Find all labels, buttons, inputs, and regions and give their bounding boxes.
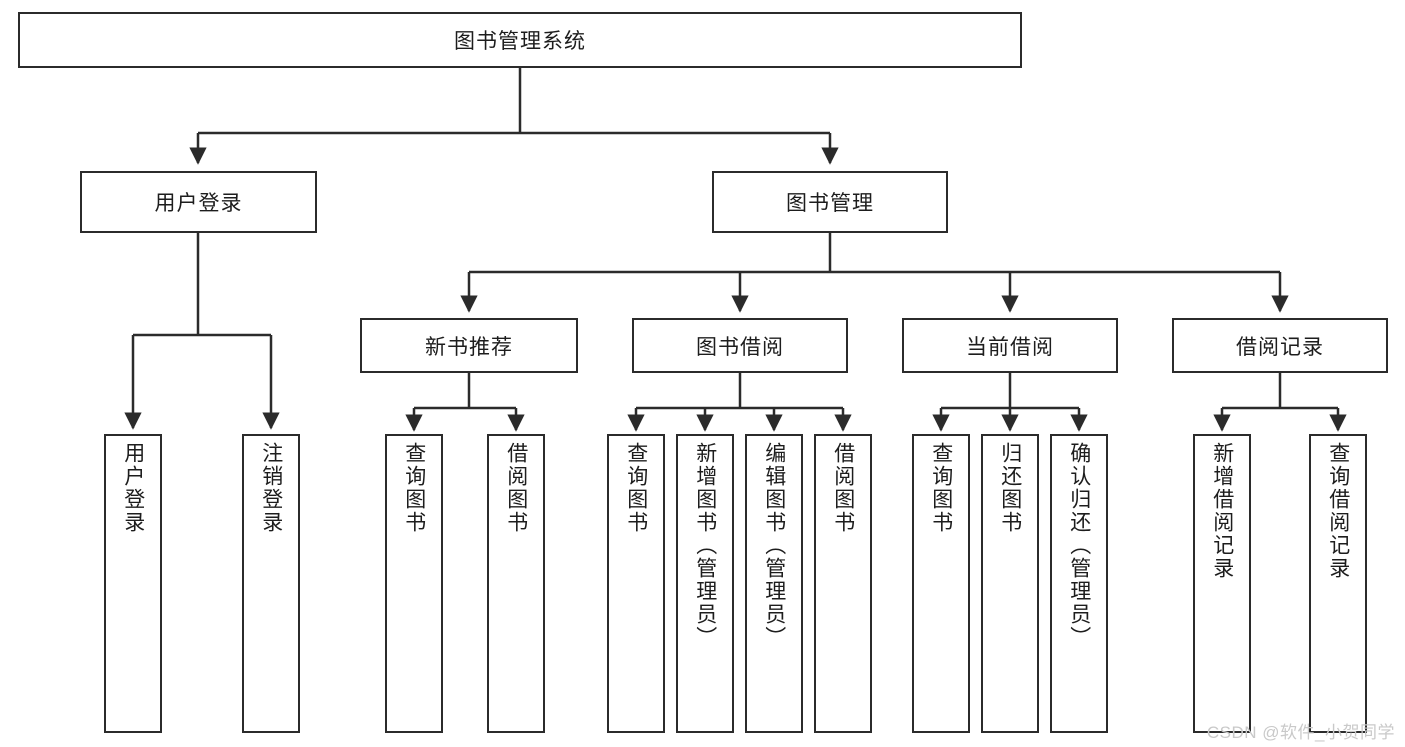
leaf-borrow-book-2[interactable]: 借阅图书: [814, 434, 872, 733]
leaf-query-book-2[interactable]: 查询图书: [607, 434, 665, 733]
node-new-book-recommend-label: 新书推荐: [425, 335, 513, 359]
node-borrow-record[interactable]: 借阅记录: [1172, 318, 1388, 373]
node-book-borrow-label: 图书借阅: [696, 335, 784, 359]
leaf-query-book-1[interactable]: 查询图书: [385, 434, 443, 733]
node-book-borrow[interactable]: 图书借阅: [632, 318, 848, 373]
leaf-query-record[interactable]: 查询借阅记录: [1309, 434, 1367, 733]
leaf-edit-book-label: 编辑图书（管理员）: [762, 442, 786, 649]
leaf-query-book-3-label: 查询图书: [929, 442, 953, 534]
node-user-login-label: 用户登录: [154, 192, 243, 215]
leaf-add-record-label: 新增借阅记录: [1210, 442, 1234, 580]
leaf-query-book-2-label: 查询图书: [624, 442, 648, 534]
node-root-label: 图书管理系统: [454, 30, 586, 53]
leaf-add-record[interactable]: 新增借阅记录: [1193, 434, 1251, 733]
node-root[interactable]: 图书管理系统: [18, 12, 1022, 68]
leaf-user-logout-label: 注销登录: [259, 442, 283, 534]
leaf-borrow-book-2-label: 借阅图书: [831, 442, 855, 534]
leaf-return-book[interactable]: 归还图书: [981, 434, 1039, 733]
leaf-confirm-return-label: 确认归还（管理员）: [1067, 442, 1091, 649]
leaf-query-book-1-label: 查询图书: [402, 442, 426, 534]
node-current-borrow[interactable]: 当前借阅: [902, 318, 1118, 373]
node-current-borrow-label: 当前借阅: [966, 335, 1054, 359]
leaf-borrow-book-1[interactable]: 借阅图书: [487, 434, 545, 733]
leaf-confirm-return[interactable]: 确认归还（管理员）: [1050, 434, 1108, 733]
leaf-borrow-book-1-label: 借阅图书: [504, 442, 528, 534]
leaf-query-record-label: 查询借阅记录: [1326, 442, 1350, 580]
leaf-user-login[interactable]: 用户登录: [104, 434, 162, 733]
watermark-text: CSDN @软件_小贺同学: [1206, 723, 1395, 742]
leaf-user-logout[interactable]: 注销登录: [242, 434, 300, 733]
leaf-add-book-label: 新增图书（管理员）: [693, 442, 717, 649]
leaf-edit-book[interactable]: 编辑图书（管理员）: [745, 434, 803, 733]
node-new-book-recommend[interactable]: 新书推荐: [360, 318, 578, 373]
leaf-add-book[interactable]: 新增图书（管理员）: [676, 434, 734, 733]
leaf-query-book-3[interactable]: 查询图书: [912, 434, 970, 733]
node-book-manage[interactable]: 图书管理: [712, 171, 948, 233]
node-user-login[interactable]: 用户登录: [80, 171, 317, 233]
node-borrow-record-label: 借阅记录: [1236, 335, 1324, 359]
leaf-user-login-label: 用户登录: [121, 442, 145, 534]
node-book-manage-label: 图书管理: [786, 192, 874, 215]
leaf-return-book-label: 归还图书: [998, 442, 1022, 534]
